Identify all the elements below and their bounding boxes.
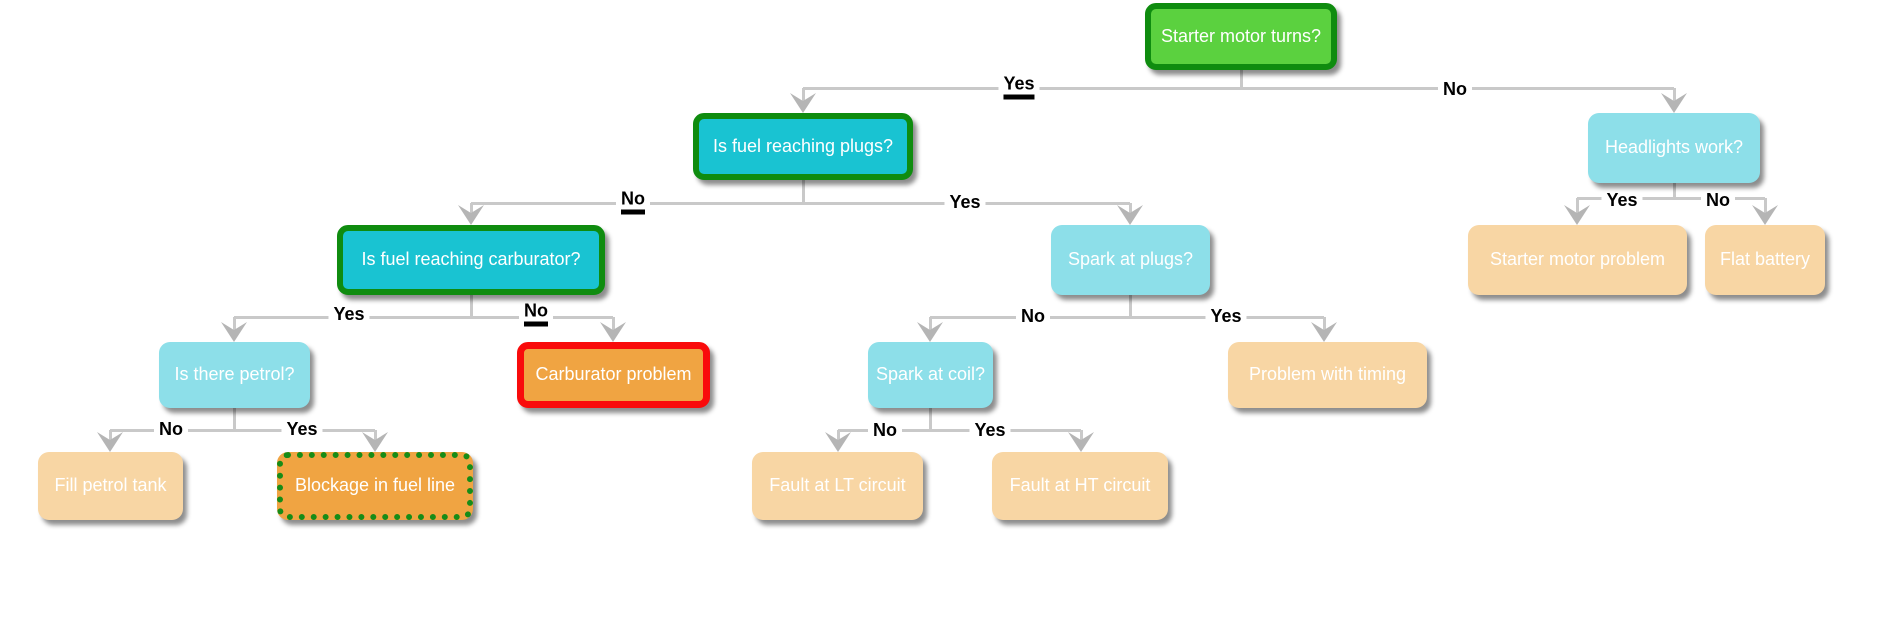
node-spark-at-plugs: Spark at plugs? xyxy=(1051,225,1210,295)
branch-spark-plugs-stub xyxy=(1128,295,1132,317)
arrowhead-down-icon xyxy=(1068,432,1094,457)
arrowhead-down-icon xyxy=(1311,322,1337,347)
arrowhead-down-icon xyxy=(221,322,247,347)
node-label: Starter motor turns? xyxy=(1160,25,1322,46)
label-headlights-yes: Yes xyxy=(1601,191,1643,209)
node-spark-at-coil: Spark at coil? xyxy=(868,342,993,408)
branch-fuel-plugs-drop xyxy=(469,203,473,213)
label-petrol-yes: Yes xyxy=(281,420,323,438)
branch-fuel-plugs-line xyxy=(471,201,1130,205)
label-sparkplugs-yes: Yes xyxy=(1205,307,1247,325)
node-label: Is there petrol? xyxy=(174,364,295,385)
node-label: Fault at HT circuit xyxy=(1009,475,1151,496)
node-fuel-reaching-plugs: Is fuel reaching plugs? xyxy=(693,113,913,180)
label-carburator-yes: Yes xyxy=(328,305,370,323)
node-flat-battery: Flat battery xyxy=(1705,225,1825,295)
label-starter-no: No xyxy=(1438,80,1472,98)
label-headlights-no: No xyxy=(1701,191,1735,209)
branch-spark-plugs-line xyxy=(930,315,1324,319)
node-label: Carburator problem xyxy=(535,364,692,385)
branch-fuel-carburator-drop xyxy=(611,317,615,330)
node-label: Spark at coil? xyxy=(875,364,986,385)
node-fill-petrol-tank: Fill petrol tank xyxy=(38,452,183,520)
node-label: Fault at LT circuit xyxy=(769,475,906,496)
node-fault-at-ht-circuit: Fault at HT circuit xyxy=(992,452,1168,520)
label-plugs-no: No xyxy=(616,189,650,215)
branch-petrol-drop xyxy=(108,430,112,440)
arrowhead-down-icon xyxy=(825,432,851,457)
arrowhead-down-icon xyxy=(1564,205,1590,230)
branch-spark-coil-line xyxy=(838,428,1081,432)
node-headlights-work: Headlights work? xyxy=(1588,113,1760,183)
arrowhead-down-icon xyxy=(458,205,484,230)
branch-starter-motor-stub xyxy=(1239,70,1243,88)
arrowhead-down-icon xyxy=(1117,205,1143,230)
branch-spark-coil-drop xyxy=(836,430,840,440)
node-carburator-problem: Carburator problem xyxy=(517,342,710,408)
node-label: Flat battery xyxy=(1719,249,1811,270)
label-petrol-no: No xyxy=(154,420,188,438)
node-label: Fill petrol tank xyxy=(54,475,167,496)
node-is-there-petrol: Is there petrol? xyxy=(159,342,310,408)
node-label: Blockage in fuel line xyxy=(294,475,456,496)
label-coil-yes: Yes xyxy=(969,421,1011,439)
branch-starter-motor-drop xyxy=(801,88,805,101)
branch-headlights-drop xyxy=(1575,198,1579,213)
label-sparkplugs-no: No xyxy=(1016,307,1050,325)
label-starter-yes: Yes xyxy=(998,74,1040,100)
arrowhead-down-icon xyxy=(97,432,123,457)
node-label: Headlights work? xyxy=(1604,137,1744,158)
label-coil-no: No xyxy=(868,421,902,439)
node-fault-at-lt-circuit: Fault at LT circuit xyxy=(752,452,923,520)
branch-starter-motor-line xyxy=(803,86,1674,90)
branch-fuel-plugs-drop xyxy=(1128,203,1132,213)
arrowhead-down-icon xyxy=(917,322,943,347)
arrowhead-down-icon xyxy=(1752,205,1778,230)
arrowhead-down-icon xyxy=(790,93,816,118)
node-label: Problem with timing xyxy=(1248,364,1407,385)
branch-headlights-drop xyxy=(1763,198,1767,213)
node-label: Starter motor problem xyxy=(1489,249,1666,270)
branch-petrol-line xyxy=(110,428,375,432)
branch-spark-coil-stub xyxy=(928,408,932,430)
branch-fuel-carburator-stub xyxy=(469,295,473,317)
node-label: Spark at plugs? xyxy=(1067,249,1194,270)
label-carburator-no: No xyxy=(519,301,553,327)
branch-headlights-stub xyxy=(1672,183,1676,198)
arrowhead-down-icon xyxy=(1661,93,1687,118)
branch-spark-plugs-drop xyxy=(928,317,932,330)
branch-spark-coil-drop xyxy=(1079,430,1083,440)
arrowhead-down-icon xyxy=(600,322,626,347)
branch-fuel-carburator-drop xyxy=(232,317,236,330)
node-label: Is fuel reaching plugs? xyxy=(712,135,894,156)
branch-fuel-carburator-line xyxy=(234,315,613,319)
arrowhead-down-icon xyxy=(362,432,388,457)
branch-fuel-plugs-stub xyxy=(801,180,805,203)
branch-headlights-line xyxy=(1577,196,1765,200)
branch-spark-plugs-drop xyxy=(1322,317,1326,330)
label-plugs-yes: Yes xyxy=(944,193,986,211)
branch-petrol-drop xyxy=(373,430,377,440)
branch-petrol-stub xyxy=(232,408,236,430)
node-starter-motor-turns: Starter motor turns? xyxy=(1145,3,1337,70)
node-blockage-in-fuel-line: Blockage in fuel line xyxy=(277,452,473,520)
branch-starter-motor-drop xyxy=(1672,88,1676,101)
node-problem-with-timing: Problem with timing xyxy=(1228,342,1427,408)
node-fuel-reaching-carburator: Is fuel reaching carburator? xyxy=(337,225,605,295)
node-starter-motor-problem: Starter motor problem xyxy=(1468,225,1687,295)
node-label: Is fuel reaching carburator? xyxy=(361,249,581,270)
